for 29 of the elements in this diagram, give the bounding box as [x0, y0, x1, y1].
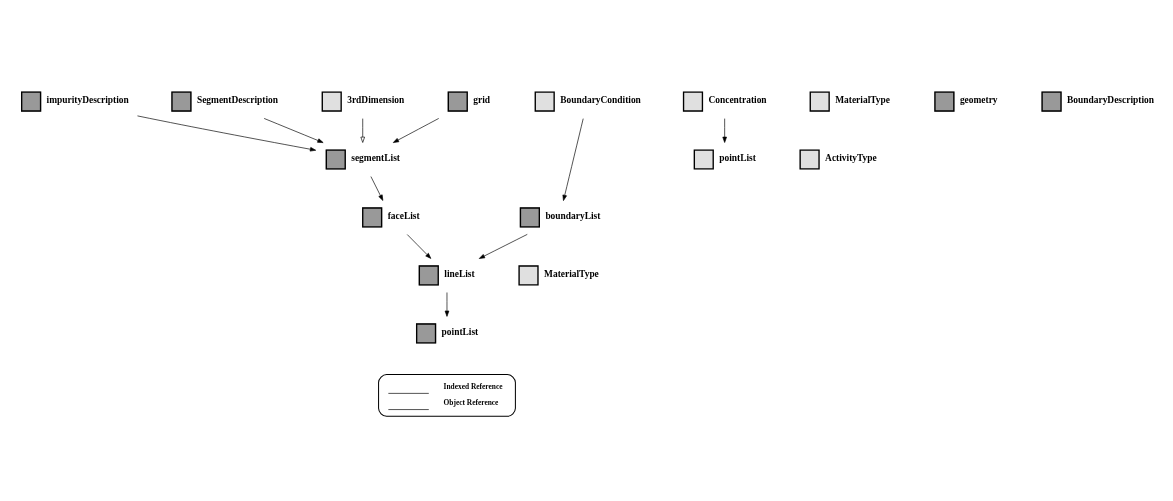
node-label: BoundaryDescription	[1067, 95, 1154, 106]
legend-label: Object Reference	[443, 397, 499, 407]
node-label: MaterialType	[544, 269, 599, 280]
arrow	[478, 234, 528, 259]
arrow	[392, 118, 440, 143]
node-label: 3rdDimension	[347, 95, 405, 106]
node-label: geometry	[959, 95, 998, 106]
node-label: ActivityType	[825, 153, 877, 164]
node-label: boundaryList	[545, 211, 601, 222]
arrow	[562, 118, 584, 201]
node-label: BoundaryCondition	[560, 95, 641, 106]
node-label: MaterialType	[835, 95, 890, 106]
arrow	[137, 115, 317, 152]
legend-label: Indexed Reference	[443, 381, 503, 391]
arrow	[722, 118, 727, 143]
node-label: pointList	[441, 327, 479, 338]
node-label: impurityDescription	[46, 95, 129, 106]
arrow	[444, 292, 450, 317]
node-label: SegmentDescription	[196, 95, 279, 106]
arrow	[370, 176, 384, 201]
arrow	[263, 118, 324, 143]
node-label: Concentration	[708, 95, 767, 106]
node-label: grid	[473, 95, 491, 106]
node-label: segmentList	[351, 153, 400, 164]
node-label: lineList	[444, 269, 475, 280]
arrow	[406, 234, 432, 259]
node-label: pointList	[719, 153, 756, 164]
node-label: faceList	[387, 211, 420, 222]
arrow	[360, 118, 365, 143]
